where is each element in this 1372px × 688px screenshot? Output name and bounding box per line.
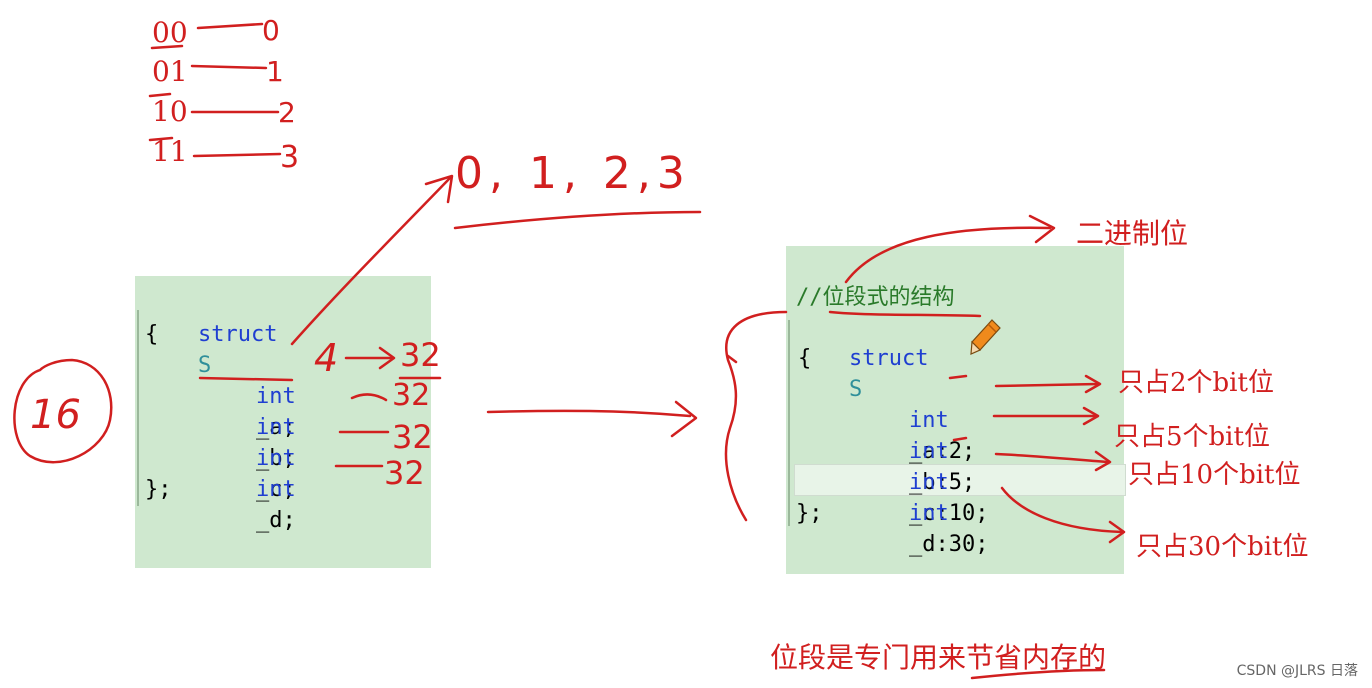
member-type: int (908, 439, 949, 464)
binary-value-2: 2 (278, 96, 296, 129)
right-member-c: int _c:10; (856, 436, 988, 560)
ink-brace (724, 310, 788, 522)
binary-bits-00: 00 (152, 16, 188, 49)
member-type: int (255, 415, 296, 440)
left-bits-c: 32 (392, 418, 433, 456)
member-type: int (255, 384, 296, 409)
member-type: int (255, 446, 296, 471)
member-type: int (908, 501, 949, 526)
binary-value-3: 3 (280, 140, 300, 175)
binary-bits-10: 10 (152, 95, 188, 128)
pen-cursor-icon (968, 318, 1002, 356)
right-code-panel: //位段式的结构 struct S { int _a:2; int _b:5; … (786, 246, 1126, 574)
bottom-note: 位段是专门用来节省内存的 (770, 641, 1107, 674)
ink-dash (192, 152, 282, 158)
left-size-note: 4 (314, 336, 339, 380)
left-member-d: int _d; (203, 443, 296, 567)
ink-dash (190, 64, 268, 70)
left-member-c: int _c; (203, 412, 296, 536)
binary-bit-label: 二进制位 (1076, 217, 1189, 250)
member-name: _a:2; (908, 439, 976, 464)
ink-underline (453, 210, 702, 230)
ink-arrow (486, 409, 692, 418)
binary-value-0: 0 (262, 14, 280, 47)
watermark: CSDN @JLRS 日落 (1236, 663, 1358, 679)
ink-tick (726, 354, 738, 364)
ink-arrowhead (424, 174, 454, 204)
left-member-a: int _a; (203, 350, 296, 474)
right-open-brace: { (798, 346, 812, 371)
binary-bits-11: 11 (152, 135, 188, 168)
right-close-brace: }; (796, 501, 823, 526)
bit-note-a: 只占2个bit位 (1118, 368, 1274, 398)
binary-bits-01: 01 (152, 55, 188, 88)
member-name: _b:5; (908, 470, 976, 495)
left-bits-a: 32 (400, 336, 441, 374)
right-struct-keyword: struct (848, 346, 929, 371)
right-member-d: int _d:30; (856, 467, 988, 591)
total-size-note: 16 (30, 392, 81, 438)
right-member-a: int _a:2; (856, 374, 975, 498)
left-code-panel: struct S { int _a; int _b; int _c; int _… (135, 276, 431, 568)
right-comment: //位段式的结构 (796, 285, 955, 310)
right-member-b: int _b:5; (856, 405, 975, 529)
member-type: int (908, 408, 949, 433)
member-type: int (255, 477, 296, 502)
range-note: 0, 1, 2,3 (455, 148, 691, 199)
member-name: _c:10; (908, 501, 989, 526)
left-struct-keyword: struct (197, 322, 278, 347)
bit-note-b: 只占5个bit位 (1114, 422, 1270, 452)
right-struct-name: S (848, 377, 863, 402)
right-struct-line: struct S (796, 312, 928, 436)
fold-guide (788, 320, 790, 526)
left-bits-b: 32 (392, 378, 431, 413)
fold-guide (137, 310, 139, 506)
member-name: _b; (255, 446, 296, 471)
member-name: _a; (255, 415, 296, 440)
binary-value-1: 1 (266, 55, 284, 88)
left-bits-d: 32 (384, 454, 425, 492)
member-name: _c; (255, 477, 296, 502)
member-name: _d; (255, 508, 296, 533)
left-close-brace: }; (145, 477, 172, 502)
ink-arrowhead (1028, 214, 1056, 244)
bit-note-c: 只占10个bit位 (1128, 460, 1301, 490)
member-name: _d:30; (908, 532, 989, 557)
left-member-b: int _b; (203, 381, 296, 505)
bit-note-d: 只占30个bit位 (1136, 532, 1309, 562)
left-open-brace: { (145, 322, 159, 347)
left-struct-name: S (197, 353, 212, 378)
member-type: int (908, 470, 949, 495)
ink-arrowhead (670, 400, 698, 438)
ink-dash (196, 22, 264, 30)
left-struct-line: struct S (145, 288, 277, 412)
